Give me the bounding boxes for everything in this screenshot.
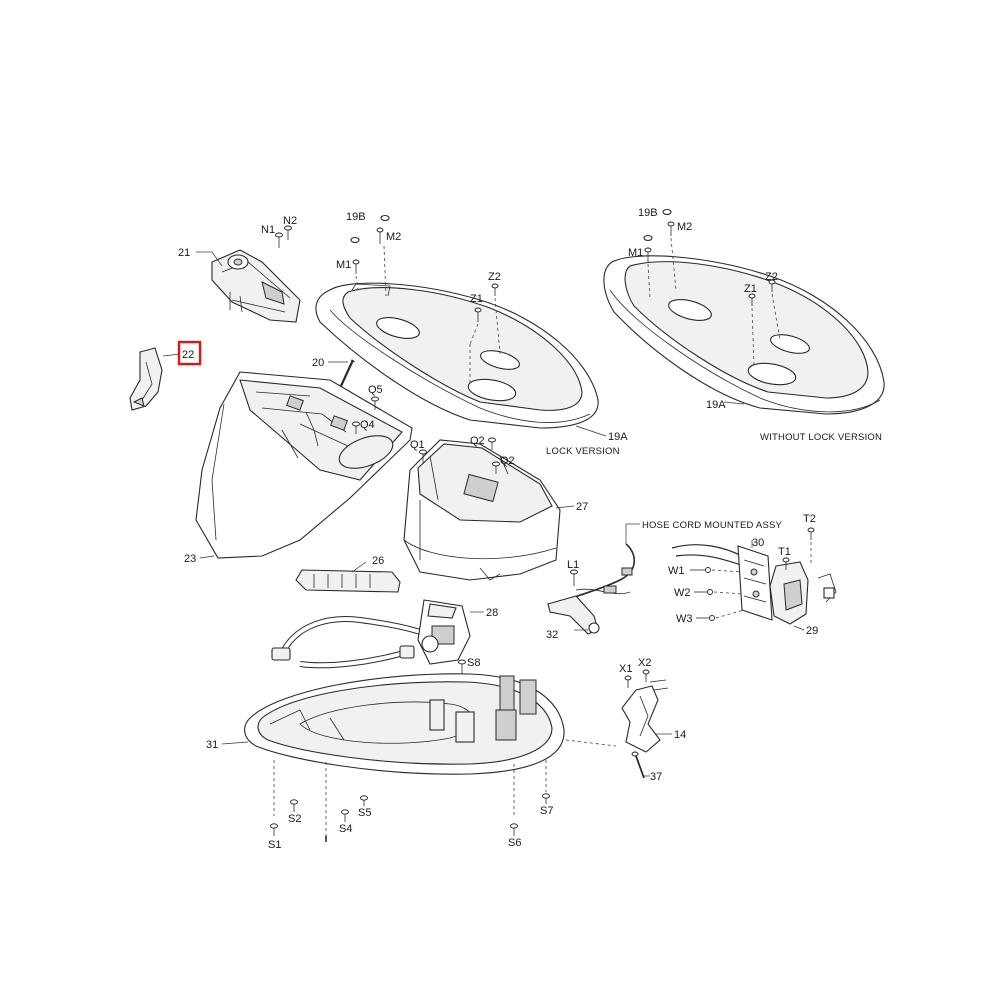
screw-s1 xyxy=(270,823,278,836)
label-s7: S7 xyxy=(540,805,553,817)
screw-m1-nolock xyxy=(644,247,652,262)
screw-s2 xyxy=(290,799,298,812)
label-23: 23 xyxy=(184,553,196,565)
label-z1-nolock: Z1 xyxy=(744,283,757,295)
label-32: 32 xyxy=(546,629,558,641)
lid-lock-version xyxy=(315,282,599,429)
part-22 xyxy=(129,347,163,411)
label-q2a: Q2 xyxy=(470,435,485,447)
screw-w3 xyxy=(696,615,715,621)
screw-q5 xyxy=(371,396,379,410)
part-27 xyxy=(403,439,561,581)
screw-s4 xyxy=(341,809,349,822)
screw-x1 xyxy=(624,675,632,688)
label-q1: Q1 xyxy=(410,439,425,451)
label-s2: S2 xyxy=(288,813,301,825)
screw-l1 xyxy=(570,569,578,586)
label-26: 26 xyxy=(372,555,384,567)
label-z2-nolock: Z2 xyxy=(765,271,778,283)
screw-q2a xyxy=(488,437,496,450)
part-19b-nolock xyxy=(643,208,672,242)
label-z2-lock: Z2 xyxy=(488,271,501,283)
screw-q1 xyxy=(419,449,427,464)
label-n2: N2 xyxy=(283,215,297,227)
label-14: 14 xyxy=(674,729,686,741)
label-q2b: Q2 xyxy=(500,455,515,467)
screw-z1-nolock xyxy=(748,293,756,306)
screw-n1 xyxy=(275,232,283,248)
screw-m2-nolock xyxy=(667,221,675,236)
label-m1-nolock: M1 xyxy=(628,247,643,259)
label-29: 29 xyxy=(806,625,818,637)
label-m2-nolock: M2 xyxy=(677,221,692,233)
caption-without-lock-version: WITHOUT LOCK VERSION xyxy=(760,432,882,443)
screw-w1 xyxy=(690,567,711,573)
label-s1: S1 xyxy=(268,839,281,851)
label-19b-nolock: 19B xyxy=(638,207,658,219)
caption-lock-version: LOCK VERSION xyxy=(546,446,620,457)
label-z1-lock: Z1 xyxy=(470,293,483,305)
label-21: 21 xyxy=(178,247,190,259)
part-30 xyxy=(671,544,773,621)
screw-n2 xyxy=(284,225,292,240)
label-19b-lock: 19B xyxy=(346,211,366,223)
label-l1: L1 xyxy=(567,559,579,571)
label-s6: S6 xyxy=(508,837,521,849)
label-s5: S5 xyxy=(358,807,371,819)
label-s4: S4 xyxy=(339,823,352,835)
label-t1: T1 xyxy=(778,546,791,558)
label-30: 30 xyxy=(752,537,764,549)
screw-z2-lock xyxy=(491,283,499,296)
label-m2-lock: M2 xyxy=(386,231,401,243)
label-19a-lock: 19A xyxy=(608,431,628,443)
screw-s5 xyxy=(360,795,368,806)
caption-hose-cord: HOSE CORD MOUNTED ASSY xyxy=(642,520,783,531)
screw-z1-lock xyxy=(474,307,482,322)
part-31 xyxy=(244,673,565,775)
part-14 xyxy=(621,679,669,753)
label-m1-lock: M1 xyxy=(336,259,351,271)
screw-t2 xyxy=(807,527,815,540)
label-19a-nolock: 19A xyxy=(706,399,726,411)
part-26 xyxy=(295,569,401,593)
screw-w2 xyxy=(694,589,713,595)
label-s8: S8 xyxy=(467,657,480,669)
label-t2: T2 xyxy=(803,513,816,525)
screw-z2-nolock xyxy=(768,279,776,292)
label-q5: Q5 xyxy=(368,384,383,396)
label-w2: W2 xyxy=(674,587,691,599)
label-x1: X1 xyxy=(619,663,632,675)
highlight-box-22 xyxy=(177,340,202,366)
part-28 xyxy=(271,599,471,669)
label-x2: X2 xyxy=(638,657,651,669)
part-19b-lock xyxy=(350,214,390,244)
screw-m1-lock xyxy=(352,259,360,274)
label-20: 20 xyxy=(312,357,324,369)
screw-t1 xyxy=(782,557,790,570)
part-21 xyxy=(211,249,301,323)
screw-q2b xyxy=(492,461,500,474)
screw-q4 xyxy=(352,421,360,434)
part-29 xyxy=(769,561,837,625)
label-w1: W1 xyxy=(668,565,685,577)
label-n1: N1 xyxy=(261,224,275,236)
screw-s6 xyxy=(510,823,518,836)
screw-s7 xyxy=(542,793,550,804)
screw-x2 xyxy=(642,669,650,682)
part-23 xyxy=(195,371,413,559)
label-28: 28 xyxy=(486,607,498,619)
label-q4: Q4 xyxy=(360,419,375,431)
label-27: 27 xyxy=(576,501,588,513)
label-22: 22 xyxy=(182,349,194,361)
screw-s8 xyxy=(458,659,466,674)
label-37: 37 xyxy=(650,771,662,783)
part-32-hose-cord xyxy=(547,543,636,635)
part-37 xyxy=(631,751,645,779)
label-31: 31 xyxy=(206,739,218,751)
label-w3: W3 xyxy=(676,613,693,625)
screw-m2-lock xyxy=(376,227,384,244)
lid-without-lock-version xyxy=(603,255,885,415)
